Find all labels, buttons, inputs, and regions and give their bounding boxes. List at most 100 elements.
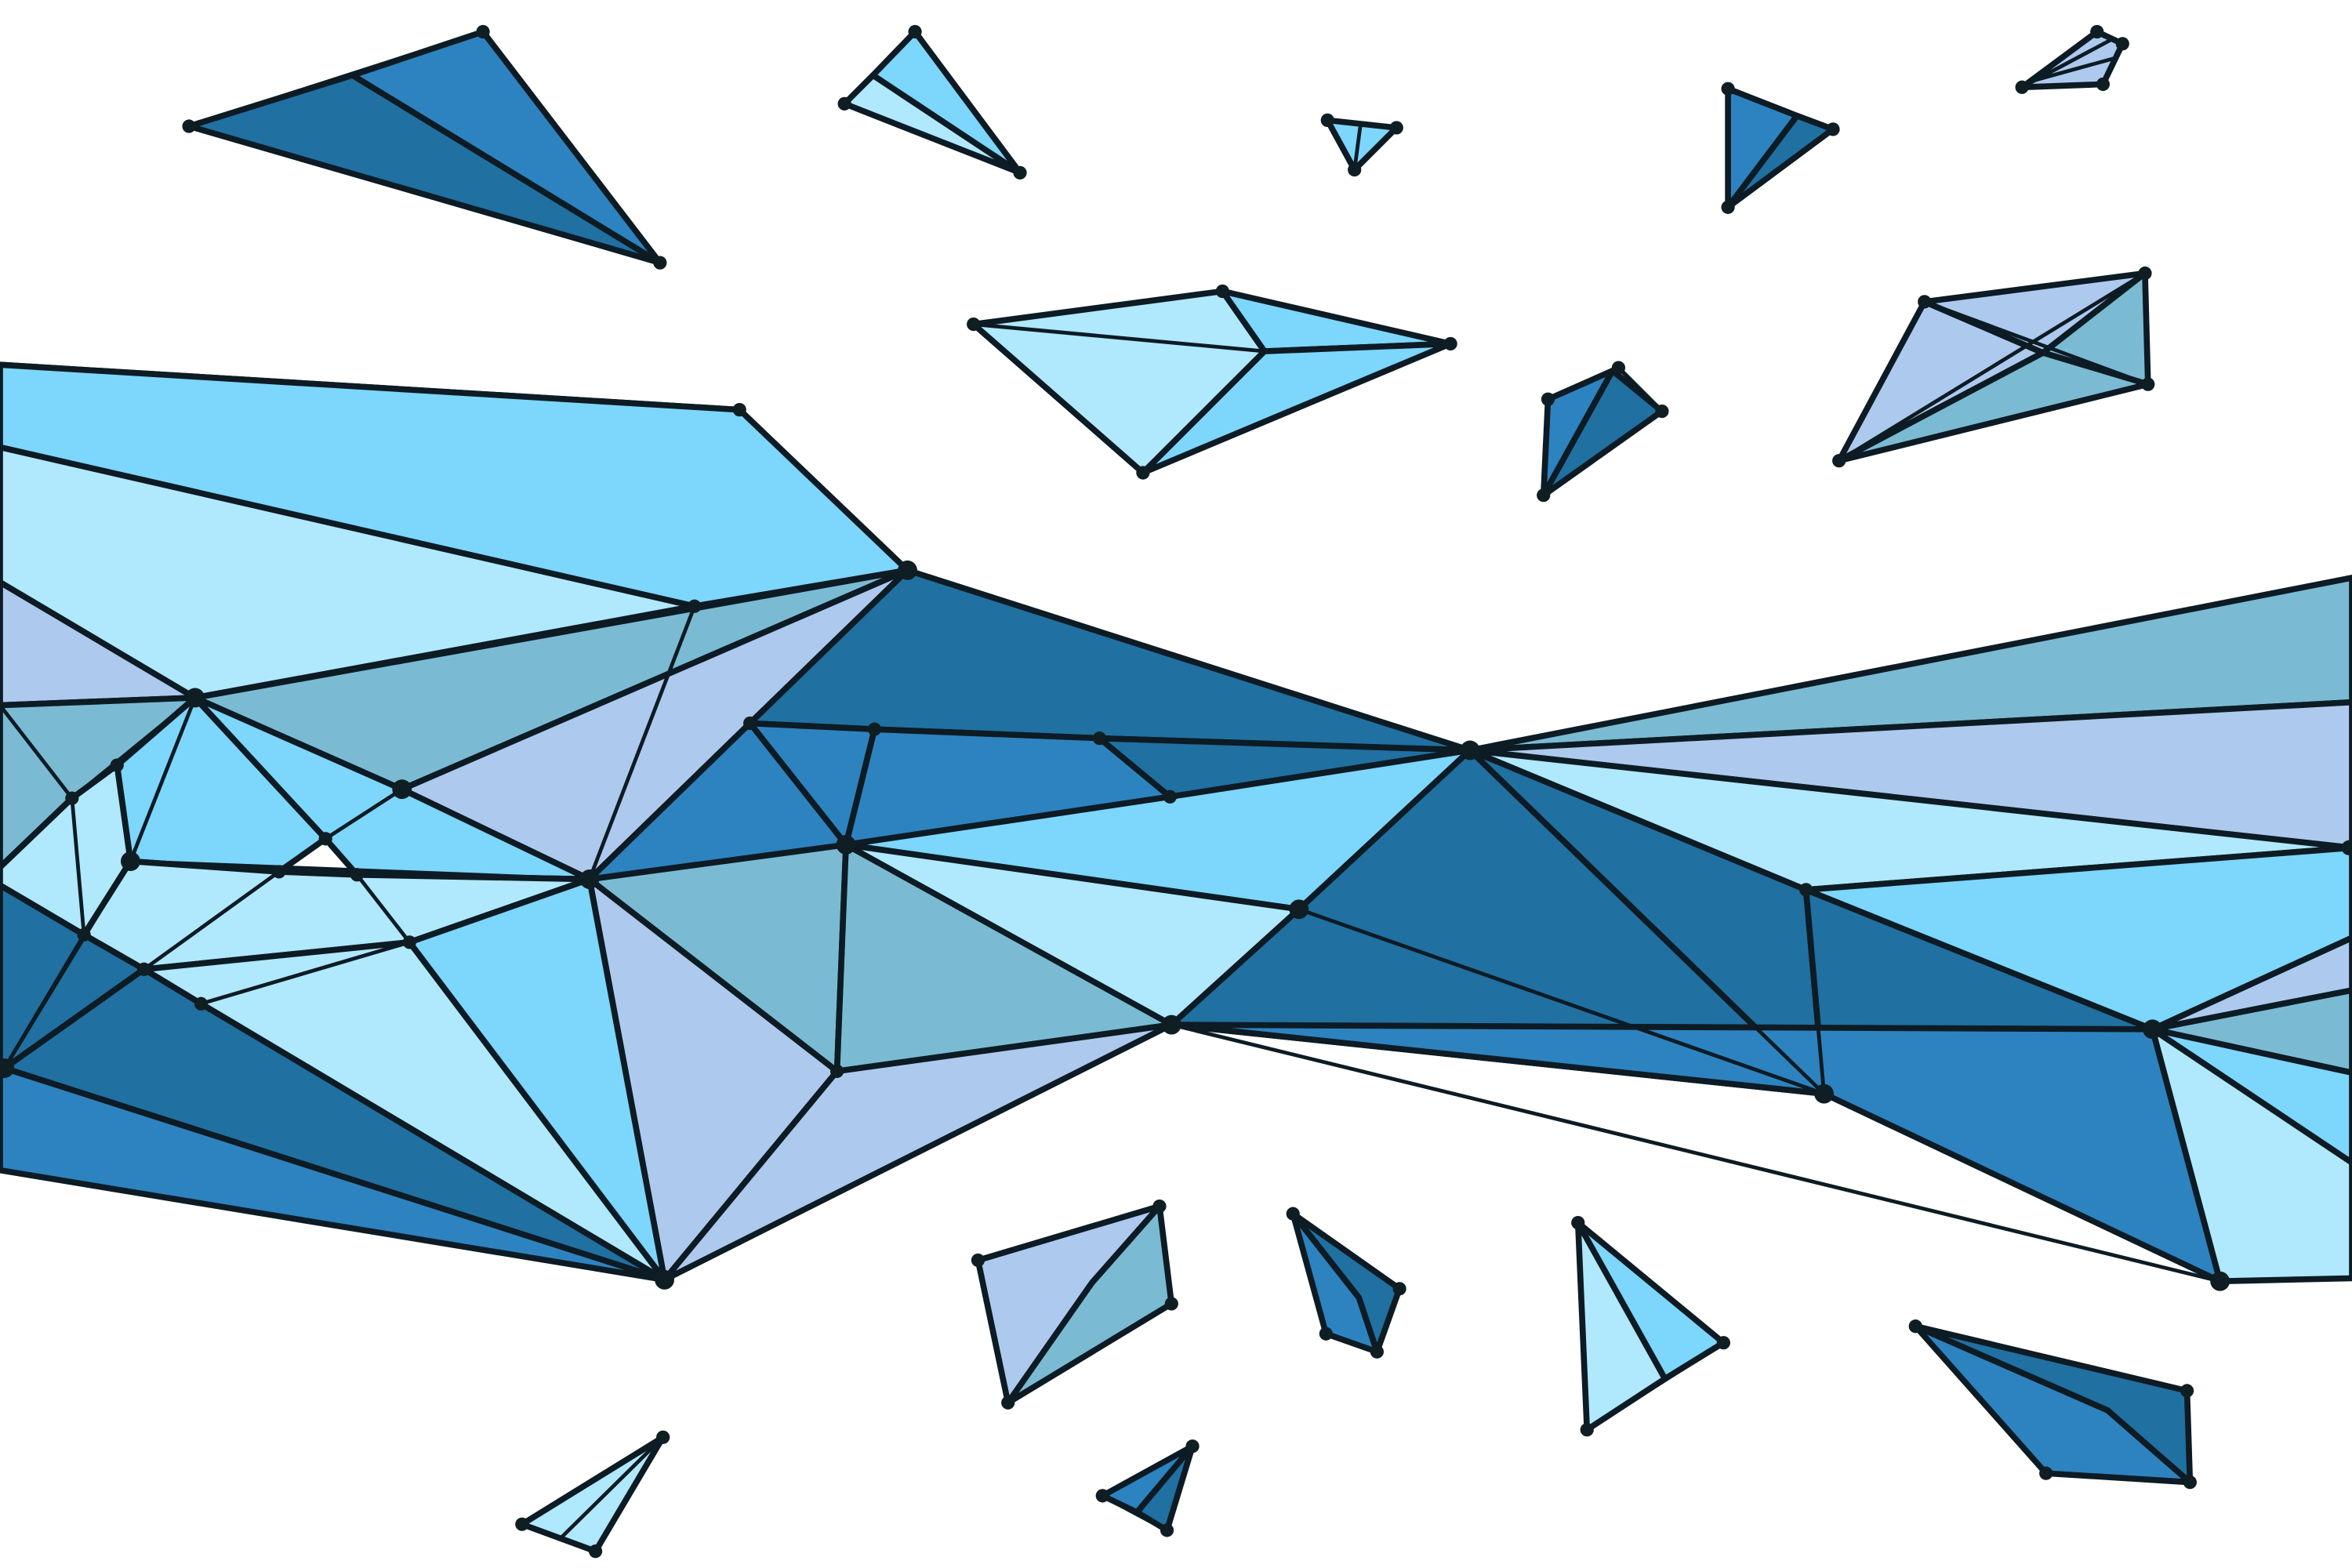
mesh-edge [587,879,666,1280]
mesh-edge [129,697,197,862]
mesh-node [1092,731,1107,746]
shard-node [1164,1297,1178,1311]
mesh-node [137,962,151,976]
mesh-edge [324,787,404,840]
shard-node [1095,1489,1109,1503]
shard-edge [559,1436,665,1540]
mesh-edge [70,797,86,935]
mesh-node [836,835,856,855]
floating-shard [1835,270,2151,464]
floating-shard [1725,85,1836,211]
mesh-edge [874,727,1100,741]
shard-node [1918,295,1932,309]
mesh-node [1814,1083,1834,1104]
mesh-edge [1099,736,1471,753]
mesh-edge [401,787,590,881]
mesh-node [2341,840,2352,855]
shard-edge [1006,1281,1094,1404]
mesh-node [392,779,412,800]
shard-outline [1325,118,1399,172]
mesh-node [732,403,746,417]
floating-shard [841,28,1023,176]
shard-node [1832,454,1846,468]
shard-node [1389,121,1403,135]
shard-node [476,24,490,39]
mesh-edge [71,696,197,800]
shard-node [2096,77,2111,92]
shard-node [2138,266,2152,281]
shard-node [837,96,851,111]
shard-node [1001,1396,1015,1410]
mesh-edge [143,967,202,1006]
mesh-node [318,832,332,846]
mesh-node [185,688,205,708]
mesh-node [1289,899,1309,920]
shard-node [1580,1423,1594,1437]
mesh-edge [2151,1029,2222,1282]
shard-edge [2030,55,2119,83]
shard-node [1370,1345,1384,1359]
mesh-edge [0,580,196,700]
shard-edge [1923,299,2149,387]
mesh-edge [1805,887,2154,1032]
mesh-node [1163,789,1177,804]
mesh-edge [588,721,752,881]
floating-shard [2019,28,2126,91]
shard-node [2183,1475,2197,1490]
floating-shard [1574,1219,1727,1433]
shard-node [1537,488,1551,503]
shard-node [1571,1216,1585,1230]
shard-node [1908,1319,1922,1334]
shard-edge [1576,1221,1667,1380]
mesh-node [121,851,140,871]
mesh-edge [1298,749,1472,911]
shard-node [1611,361,1626,375]
mesh-node [688,599,702,613]
mesh-edge [194,695,403,791]
shard-node [1320,113,1334,127]
shard-node [656,1430,670,1444]
shard-node [1826,122,1840,136]
shard-edge [1357,1297,1379,1352]
mesh-edge [143,869,281,971]
mesh-node [402,935,416,949]
shard-outline [842,29,1022,176]
floating-shard [1099,1443,1196,1534]
shard-node [653,256,667,270]
mesh-node [110,758,124,772]
floating-shard [518,1434,666,1555]
floating-shard [975,1203,1175,1406]
shard-node [1716,1336,1730,1350]
mesh-edge [2,934,86,1069]
mesh-edge [1468,749,1826,1095]
shard-edge [1915,1324,2109,1412]
mesh-node [2210,1271,2230,1291]
mesh-edge [1171,1022,2221,1283]
mesh-edge [748,722,848,846]
shard-node [1286,1207,1300,1221]
mesh-nodes [0,24,2352,1559]
mesh-edge [1298,907,1825,1096]
floating-shard [186,28,663,266]
shard-node [1160,1523,1174,1537]
shard-outline [1576,1220,1726,1432]
shard-node [2141,377,2155,391]
mesh-edge [837,1022,1172,1073]
mesh-node [579,869,600,889]
shard-outline [520,1435,666,1554]
shard-node [1541,392,1555,406]
shard-outline [187,29,662,265]
mesh-node [1161,1014,1181,1035]
shard-node [1185,1439,1200,1454]
mesh-node [867,722,882,736]
shard-node [1721,200,1735,214]
mesh-edge [1171,1022,1824,1096]
shard-node [182,119,196,133]
floating-shards [186,28,2194,1555]
mesh-edge [845,794,1171,847]
shard-edge [1541,369,1614,496]
mesh-node [2143,1019,2162,1040]
shard-node [1348,162,1362,177]
shard-node [1319,1327,1333,1341]
